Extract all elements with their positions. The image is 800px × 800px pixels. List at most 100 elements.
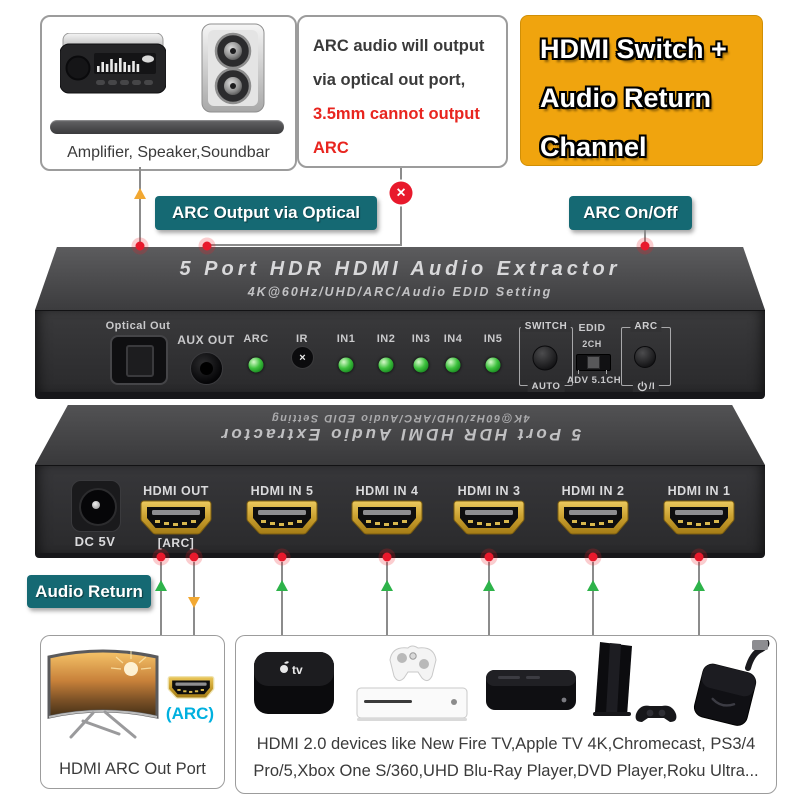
feature-box: HDMI Switch + Audio Return Channel bbox=[520, 15, 763, 166]
line-in4 bbox=[386, 562, 388, 635]
speaker-box-caption: Amplifier, Speaker,Soundbar bbox=[67, 144, 270, 161]
connector-line-note-top bbox=[400, 168, 402, 183]
front-panel-face: Optical Out AUX OUT ARC IR × IN1 IN2 IN3… bbox=[35, 310, 765, 393]
aux-jack-hole bbox=[200, 362, 213, 375]
red-dot-hdmi-in1 bbox=[694, 552, 704, 562]
back-panel-top-text: 5 Port HDR HDMI Audio Extractor 4K@60Hz/… bbox=[35, 412, 765, 444]
front-panel-top: 5 Port HDR HDMI Audio Extractor 4K@60Hz/… bbox=[35, 247, 765, 310]
edid-adv-label: ADV 5.1CH bbox=[566, 375, 622, 386]
edid-switch-knob bbox=[587, 356, 600, 369]
hdmi-out-label: HDMI OUT bbox=[143, 484, 209, 498]
aux-out-label: AUX OUT bbox=[177, 333, 235, 347]
speaker-box: Amplifier, Speaker,Soundbar bbox=[40, 15, 297, 171]
hdmi-in5-label: HDMI IN 5 bbox=[250, 484, 314, 498]
hdmi-in5-port bbox=[246, 500, 318, 535]
edid-2ch-label: 2CH bbox=[582, 339, 602, 349]
tag-audio-return: Audio Return bbox=[27, 575, 151, 608]
in5-led bbox=[485, 357, 501, 373]
in2-label: IN2 bbox=[376, 333, 396, 345]
auto-label: AUTO bbox=[527, 381, 565, 392]
fire-tv-image bbox=[693, 640, 770, 726]
soundbar-image bbox=[50, 120, 284, 134]
red-dot-hdmi-in3 bbox=[484, 552, 494, 562]
x-circle-icon: × bbox=[389, 181, 413, 205]
x-mark: × bbox=[396, 184, 406, 201]
hdmi-connector-icon bbox=[167, 676, 215, 699]
hdmi-in1-label: HDMI IN 1 bbox=[667, 484, 731, 498]
tv-image bbox=[47, 649, 159, 739]
hdmi-out-port bbox=[140, 500, 212, 535]
devices-caption-line-2: Pro/5,Xbox One S/360,UHD Blu-Ray Player,… bbox=[253, 762, 759, 780]
back-panel-title: 5 Port HDR HDMI Audio Extractor bbox=[218, 425, 582, 444]
optical-port bbox=[110, 335, 168, 385]
apple-tv-image: tv bbox=[254, 652, 334, 714]
line-in1 bbox=[698, 562, 700, 635]
hdmi-in4-port bbox=[351, 500, 423, 535]
in4-led bbox=[445, 357, 461, 373]
red-dot-hdmi-out-right bbox=[189, 552, 199, 562]
speaker-image bbox=[201, 23, 265, 113]
dc-jack-pin bbox=[92, 501, 100, 509]
line-arc-up bbox=[160, 562, 162, 635]
in3-led bbox=[413, 357, 429, 373]
ps4-image bbox=[593, 642, 677, 722]
red-dot-optical bbox=[135, 241, 145, 251]
line-in2 bbox=[592, 562, 594, 635]
green-arrow-up-icon bbox=[276, 580, 288, 591]
switch-button bbox=[532, 345, 558, 371]
apple-tv-logo-text: tv bbox=[292, 663, 303, 677]
arc-led-label: ARC bbox=[243, 333, 269, 345]
note-line-2: via optical out port, bbox=[313, 71, 466, 89]
power-icon bbox=[637, 381, 647, 392]
xbox-image bbox=[356, 645, 468, 721]
hdmi-in4-label: HDMI IN 4 bbox=[355, 484, 419, 498]
dc-label: DC 5V bbox=[74, 534, 116, 549]
hdmi-in2-port bbox=[557, 500, 629, 535]
connector-line-note-horizontal bbox=[207, 244, 401, 246]
amplifier-image bbox=[60, 33, 166, 94]
hdmi-out-arc-label: [ARC] bbox=[157, 536, 195, 550]
feature-line-3: Channel bbox=[540, 132, 647, 162]
connector-line-note-bottom bbox=[400, 204, 402, 246]
in3-label: IN3 bbox=[411, 333, 431, 345]
note-line-4: ARC bbox=[313, 139, 349, 157]
hdmi-in3-label: HDMI IN 3 bbox=[457, 484, 521, 498]
red-dot-hdmi-in4 bbox=[382, 552, 392, 562]
switch-label: SWITCH bbox=[520, 321, 572, 332]
devices-box: tv bbox=[235, 635, 777, 794]
note-line-1: ARC audio will output bbox=[313, 37, 485, 55]
connector-line-speaker bbox=[139, 167, 141, 246]
connector-line-arc-onoff bbox=[644, 230, 646, 246]
back-panel-top: 5 Port HDR HDMI Audio Extractor 4K@60Hz/… bbox=[35, 405, 765, 465]
devices-box-caption: HDMI 2.0 devices like New Fire TV,Apple … bbox=[236, 731, 776, 785]
arc-power-text: /I bbox=[648, 381, 656, 392]
edid-tick-right bbox=[606, 370, 607, 374]
arc-group-bracket: ARC /I bbox=[621, 321, 671, 392]
red-dot-arc-button bbox=[640, 241, 650, 251]
line-in5 bbox=[281, 562, 283, 635]
in5-label: IN5 bbox=[483, 333, 503, 345]
dc-power-jack bbox=[71, 480, 121, 532]
back-panel-subtitle: 4K@60Hz/UHD/ARC/Audio EDID Setting bbox=[270, 412, 530, 424]
green-arrow-up-icon bbox=[693, 580, 705, 591]
in1-led bbox=[338, 357, 354, 373]
ir-x-mark: × bbox=[299, 351, 306, 364]
hdmi-in3-port bbox=[453, 500, 525, 535]
devices-caption-line-1: HDMI 2.0 devices like New Fire TV,Apple … bbox=[256, 735, 756, 753]
green-arrow-up-icon bbox=[587, 580, 599, 591]
red-dot-hdmi-out-left bbox=[156, 552, 166, 562]
in2-led bbox=[378, 357, 394, 373]
yellow-arrow-down-icon bbox=[188, 597, 200, 608]
ir-receiver-x-icon: × bbox=[291, 346, 314, 369]
green-arrow-up-icon bbox=[381, 580, 393, 591]
in4-label: IN4 bbox=[443, 333, 463, 345]
arc-led bbox=[248, 357, 264, 373]
roku-image bbox=[486, 670, 576, 710]
front-panel-subtitle: 4K@60Hz/UHD/ARC/Audio EDID Setting bbox=[247, 285, 553, 299]
edid-slide-switch bbox=[576, 354, 611, 371]
front-panel-bottom-edge bbox=[35, 392, 765, 399]
green-arrow-up-icon bbox=[155, 580, 167, 591]
red-dot-hdmi-in5 bbox=[277, 552, 287, 562]
switch-group-bracket: SWITCH AUTO bbox=[519, 321, 573, 392]
